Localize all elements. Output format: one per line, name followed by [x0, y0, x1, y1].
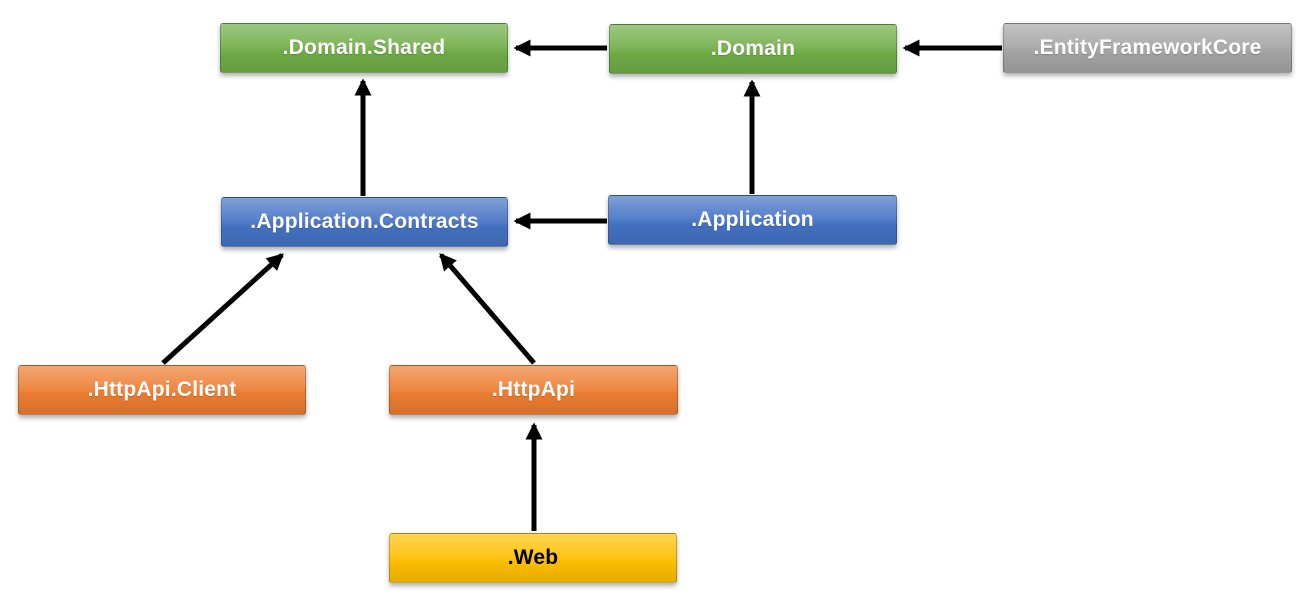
- node-application: .Application: [608, 195, 897, 245]
- node-domain: .Domain: [609, 24, 897, 74]
- node-application-contracts: .Application.Contracts: [221, 197, 508, 247]
- node-label: .Domain: [710, 37, 796, 60]
- arrow-httpapi-client-to-application-contracts: [161, 253, 284, 365]
- node-label: .HttpApi: [491, 378, 576, 401]
- node-httpapi: .HttpApi: [389, 365, 678, 415]
- node-label: .Domain.Shared: [282, 36, 446, 59]
- node-label: .Web: [507, 546, 559, 569]
- arrow-httpapi-to-application-contracts: [439, 253, 536, 365]
- node-label: .HttpApi.Client: [87, 378, 237, 401]
- node-label: .Application: [691, 208, 814, 231]
- node-domain-shared: .Domain.Shared: [220, 23, 508, 73]
- node-web: .Web: [389, 533, 677, 583]
- node-label: .Application.Contracts: [250, 210, 479, 233]
- node-entity-framework-core: .EntityFrameworkCore: [1003, 23, 1292, 73]
- node-label: .EntityFrameworkCore: [1033, 36, 1262, 59]
- node-httpapi-client: .HttpApi.Client: [18, 365, 306, 415]
